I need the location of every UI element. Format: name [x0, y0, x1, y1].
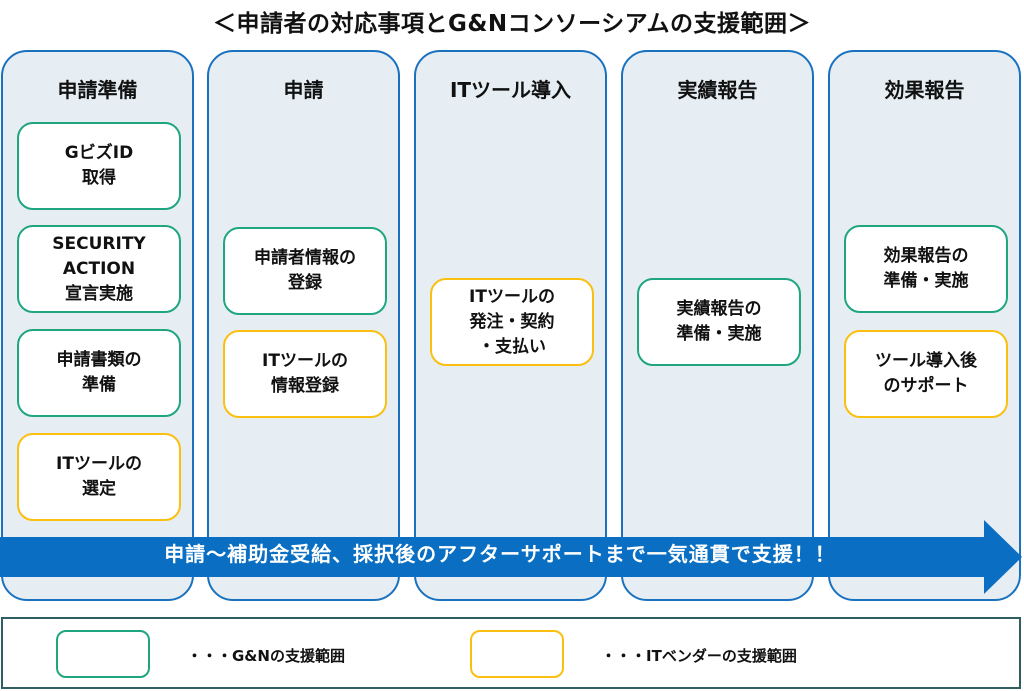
legend-label-gn: ・・・G&Nの支援範囲 — [187, 647, 345, 665]
legend-swatch-vendor — [470, 630, 564, 678]
card-applicant-info: 申請者情報の 登録 — [223, 227, 387, 315]
diagram-title: ＜申請者の対応事項とG&Nコンソーシアムの支援範囲＞ — [212, 11, 812, 37]
card-gbizid: GビズID 取得 — [17, 122, 181, 210]
column-header: 申請 — [283, 78, 324, 102]
column-effect-report: 効果報告 効果報告の 準備・実施 ツール導入後 のサポート — [828, 50, 1021, 601]
card-effect-report: 効果報告の 準備・実施 — [844, 225, 1008, 313]
card-post-install-support: ツール導入後 のサポート — [844, 330, 1008, 418]
legend-label-vendor: ・・・ITベンダーの支援範囲 — [601, 647, 797, 665]
column-application: 申請 申請者情報の 登録 ITツールの 情報登録 — [207, 50, 400, 601]
card-results-report: 実績報告の 準備・実施 — [637, 278, 801, 366]
column-header: ITツール導入 — [449, 78, 572, 102]
column-header: 申請準備 — [57, 78, 138, 102]
column-header: 実績報告 — [677, 78, 758, 102]
card-security-action: SECURITY ACTION 宣言実施 — [17, 225, 181, 313]
card-it-tool-info: ITツールの 情報登録 — [223, 330, 387, 418]
column-it-tool-install: ITツール導入 ITツールの 発注・契約 ・支払い — [414, 50, 607, 601]
legend: ・・・G&Nの支援範囲 ・・・ITベンダーの支援範囲 — [1, 617, 1021, 689]
card-it-tool-order: ITツールの 発注・契約 ・支払い — [430, 278, 594, 366]
card-application-docs: 申請書類の 準備 — [17, 329, 181, 417]
card-it-tool-selection: ITツールの 選定 — [17, 433, 181, 521]
legend-swatch-gn — [56, 630, 150, 678]
column-header: 効果報告 — [884, 78, 965, 102]
process-arrow-icon — [0, 520, 1022, 594]
column-application-prep: 申請準備 GビズID 取得 SECURITY ACTION 宣言実施 申請書類の… — [1, 50, 194, 601]
column-results-report: 実績報告 実績報告の 準備・実施 — [621, 50, 814, 601]
arrow-caption: 申請〜補助金受給、採択後のアフターサポートまで一気通貫で支援！！ — [164, 542, 836, 566]
